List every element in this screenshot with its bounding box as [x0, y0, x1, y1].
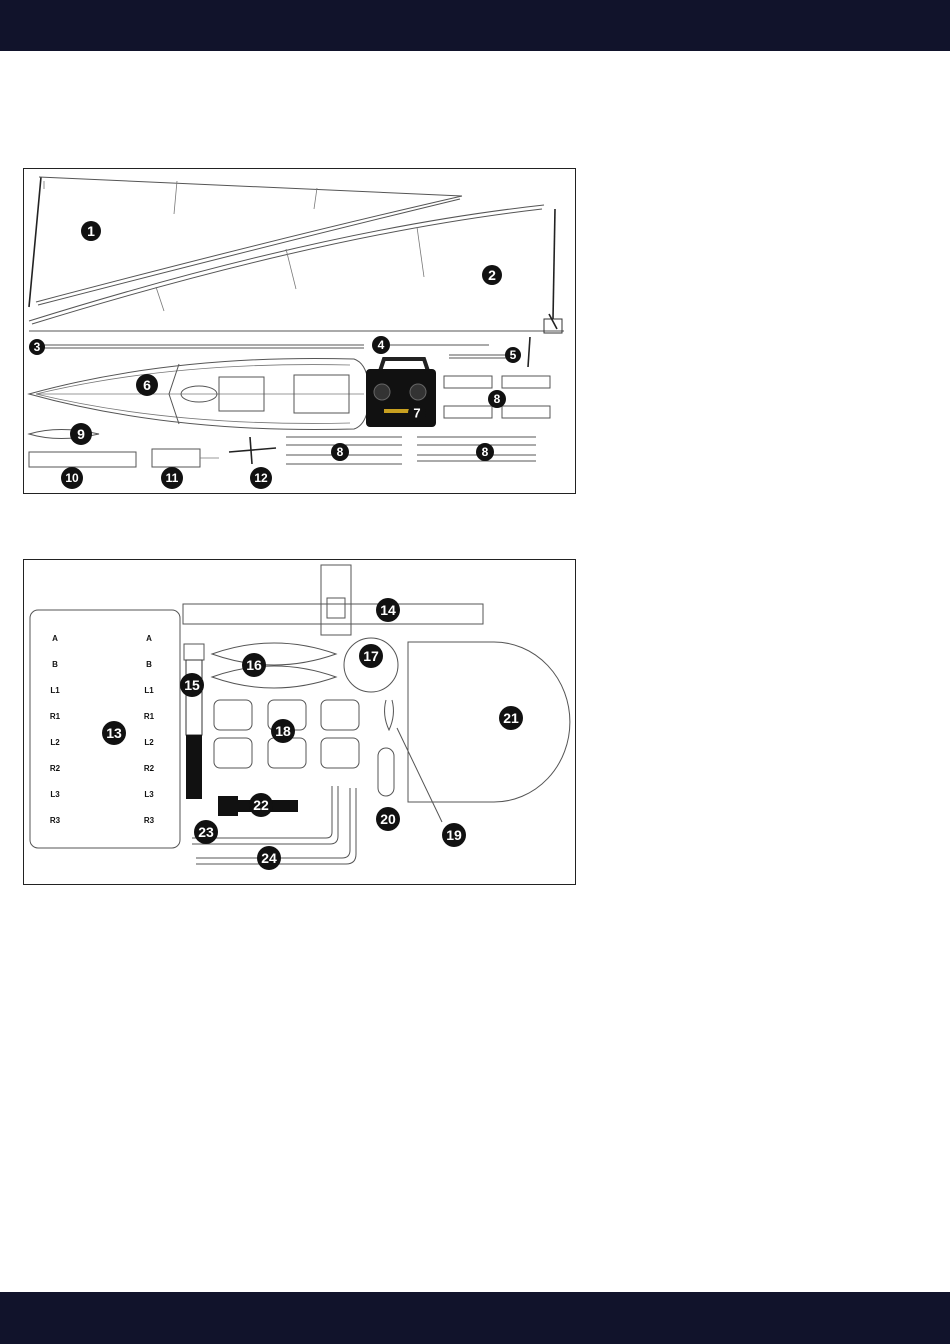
components-illustration: 1 2 3 4 5 6 7 8 8 8 9 10 11 12 — [24, 169, 577, 495]
callout-8b: 8 — [331, 443, 349, 461]
hull-drawing — [29, 358, 369, 429]
svg-text:18: 18 — [275, 723, 291, 739]
svg-text:16: 16 — [246, 657, 262, 673]
fairing-top — [212, 643, 336, 665]
callout-18: 18 — [271, 719, 295, 743]
svg-text:22: 22 — [253, 797, 269, 813]
svg-text:R3: R3 — [144, 816, 155, 825]
callout-4: 4 — [372, 336, 390, 354]
fairing-bottom — [212, 666, 336, 688]
svg-text:24: 24 — [261, 850, 277, 866]
callout-1: 1 — [81, 221, 101, 241]
callout-2: 2 — [482, 265, 502, 285]
svg-text:7: 7 — [413, 406, 420, 421]
svg-text:L3: L3 — [144, 790, 154, 799]
svg-text:4: 4 — [378, 338, 385, 352]
svg-text:8: 8 — [337, 445, 344, 459]
callout-8c: 8 — [476, 443, 494, 461]
svg-text:B: B — [52, 660, 58, 669]
svg-text:14: 14 — [380, 602, 396, 618]
callout-12: 12 — [250, 467, 272, 489]
transmitter-drawing — [366, 359, 436, 427]
callout-23: 23 — [194, 820, 218, 844]
svg-text:R2: R2 — [144, 764, 155, 773]
callout-6: 6 — [136, 374, 158, 396]
header-band — [0, 0, 950, 51]
small-parts-illustration: A B L1 R1 L2 R2 L3 R3 A B L1 R1 L2 R2 L3… — [24, 560, 577, 886]
svg-text:B: B — [146, 660, 152, 669]
callout-5: 5 — [505, 347, 521, 363]
callout-8a: 8 — [488, 390, 506, 408]
svg-text:L1: L1 — [50, 686, 60, 695]
svg-text:9: 9 — [77, 426, 85, 442]
jib-sail-drawing — [29, 205, 564, 333]
callout-20: 20 — [376, 807, 400, 831]
callout-11: 11 — [161, 467, 183, 489]
callout-10: 10 — [61, 467, 83, 489]
callout-15: 15 — [180, 673, 204, 697]
svg-text:2: 2 — [488, 267, 496, 283]
tag-letters: A B L1 R1 L2 R2 L3 R3 A B L1 R1 L2 R2 L3… — [50, 634, 155, 825]
svg-text:19: 19 — [446, 827, 462, 843]
svg-text:5: 5 — [510, 348, 517, 362]
svg-text:A: A — [146, 634, 152, 643]
svg-text:8: 8 — [494, 392, 501, 406]
callout-7: 7 — [408, 404, 426, 422]
callout-17: 17 — [359, 644, 383, 668]
svg-text:13: 13 — [106, 725, 122, 741]
bolt-drawing — [184, 644, 204, 799]
servo-arm-drawing — [378, 748, 394, 796]
svg-text:21: 21 — [503, 710, 519, 726]
callout-3: 3 — [29, 339, 45, 355]
svg-text:3: 3 — [34, 340, 41, 354]
svg-text:6: 6 — [143, 377, 151, 393]
svg-text:20: 20 — [380, 811, 396, 827]
svg-text:17: 17 — [363, 648, 379, 664]
svg-text:R1: R1 — [50, 712, 61, 721]
svg-text:11: 11 — [166, 471, 179, 485]
tiller-drawing — [229, 448, 276, 452]
svg-text:8: 8 — [482, 445, 489, 459]
svg-text:12: 12 — [254, 471, 268, 485]
svg-text:1: 1 — [87, 223, 95, 239]
screw-drawing — [218, 796, 238, 816]
svg-text:L1: L1 — [144, 686, 154, 695]
callout-13: 13 — [102, 721, 126, 745]
svg-text:10: 10 — [65, 471, 79, 485]
rudder-blade-drawing — [408, 642, 570, 802]
svg-text:R2: R2 — [50, 764, 61, 773]
rudder-drawing — [152, 449, 200, 467]
svg-text:A: A — [52, 634, 58, 643]
pin-drawing — [385, 700, 394, 730]
svg-text:15: 15 — [184, 677, 200, 693]
svg-text:L2: L2 — [144, 738, 154, 747]
callout-24: 24 — [257, 846, 281, 870]
footer-band — [0, 1292, 950, 1344]
callout-16: 16 — [242, 653, 266, 677]
components-panel: 1 2 3 4 5 6 7 8 8 8 9 10 11 12 — [23, 168, 576, 494]
callout-19: 19 — [442, 823, 466, 847]
svg-text:R1: R1 — [144, 712, 155, 721]
rudder-bracket-drawing — [183, 565, 483, 635]
mainsail-drawing — [29, 177, 462, 307]
callout-22: 22 — [249, 793, 273, 817]
svg-text:23: 23 — [198, 824, 214, 840]
svg-text:L2: L2 — [50, 738, 60, 747]
callout-21: 21 — [499, 706, 523, 730]
keel-plate-drawing — [29, 452, 136, 467]
small-parts-panel: A B L1 R1 L2 R2 L3 R3 A B L1 R1 L2 R2 L3… — [23, 559, 576, 885]
svg-text:L3: L3 — [50, 790, 60, 799]
callout-9: 9 — [70, 423, 92, 445]
antenna-part — [528, 337, 530, 367]
svg-text:R3: R3 — [50, 816, 61, 825]
callout-14: 14 — [376, 598, 400, 622]
